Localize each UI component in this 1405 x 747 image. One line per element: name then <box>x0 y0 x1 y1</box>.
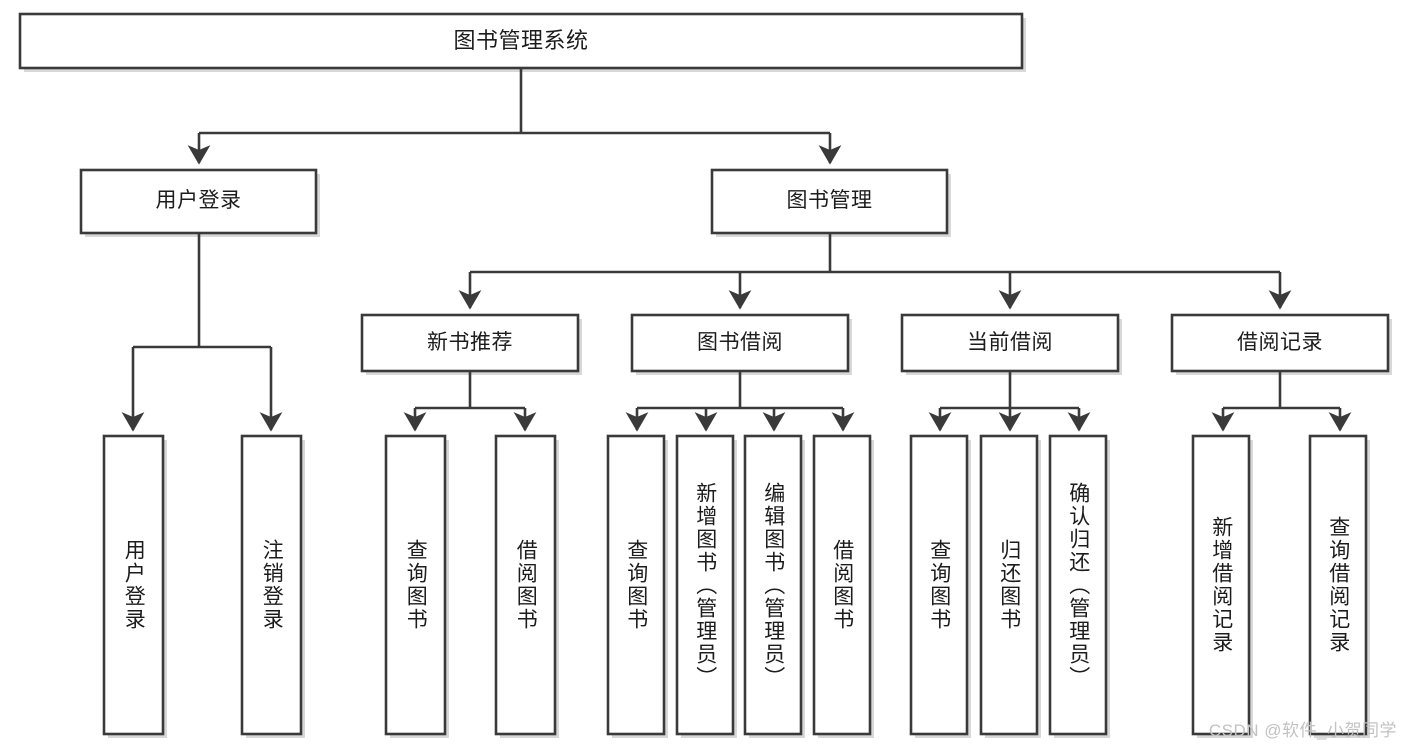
node-leaf-box[interactable] <box>494 434 557 736</box>
node-leaf-box[interactable] <box>102 434 165 736</box>
node-book-manage-box[interactable] <box>710 168 949 235</box>
watermark-text: CSDN @软件_小贺同学 <box>1208 721 1397 740</box>
node-leaf-box[interactable] <box>1308 434 1368 736</box>
node-leaf-box[interactable] <box>384 434 447 736</box>
node-leaf-box[interactable] <box>1048 434 1108 736</box>
node-book-borrow-box[interactable] <box>630 313 850 373</box>
node-leaf-box[interactable] <box>979 434 1039 736</box>
node-current-borrow-box[interactable] <box>900 313 1120 373</box>
node-leaf-box[interactable] <box>240 434 303 736</box>
node-root-box[interactable] <box>18 12 1024 70</box>
node-leaf-box[interactable] <box>743 434 803 736</box>
node-leaf-box[interactable] <box>812 434 872 736</box>
node-leaf-box[interactable] <box>909 434 969 736</box>
node-borrow-records-box[interactable] <box>1170 313 1390 373</box>
node-user-login-box[interactable] <box>79 168 318 235</box>
node-leaf-box[interactable] <box>675 434 735 736</box>
node-new-book-recommend-box[interactable] <box>360 313 580 373</box>
node-leaf-box[interactable] <box>606 434 666 736</box>
node-leaf-box[interactable] <box>1191 434 1251 736</box>
